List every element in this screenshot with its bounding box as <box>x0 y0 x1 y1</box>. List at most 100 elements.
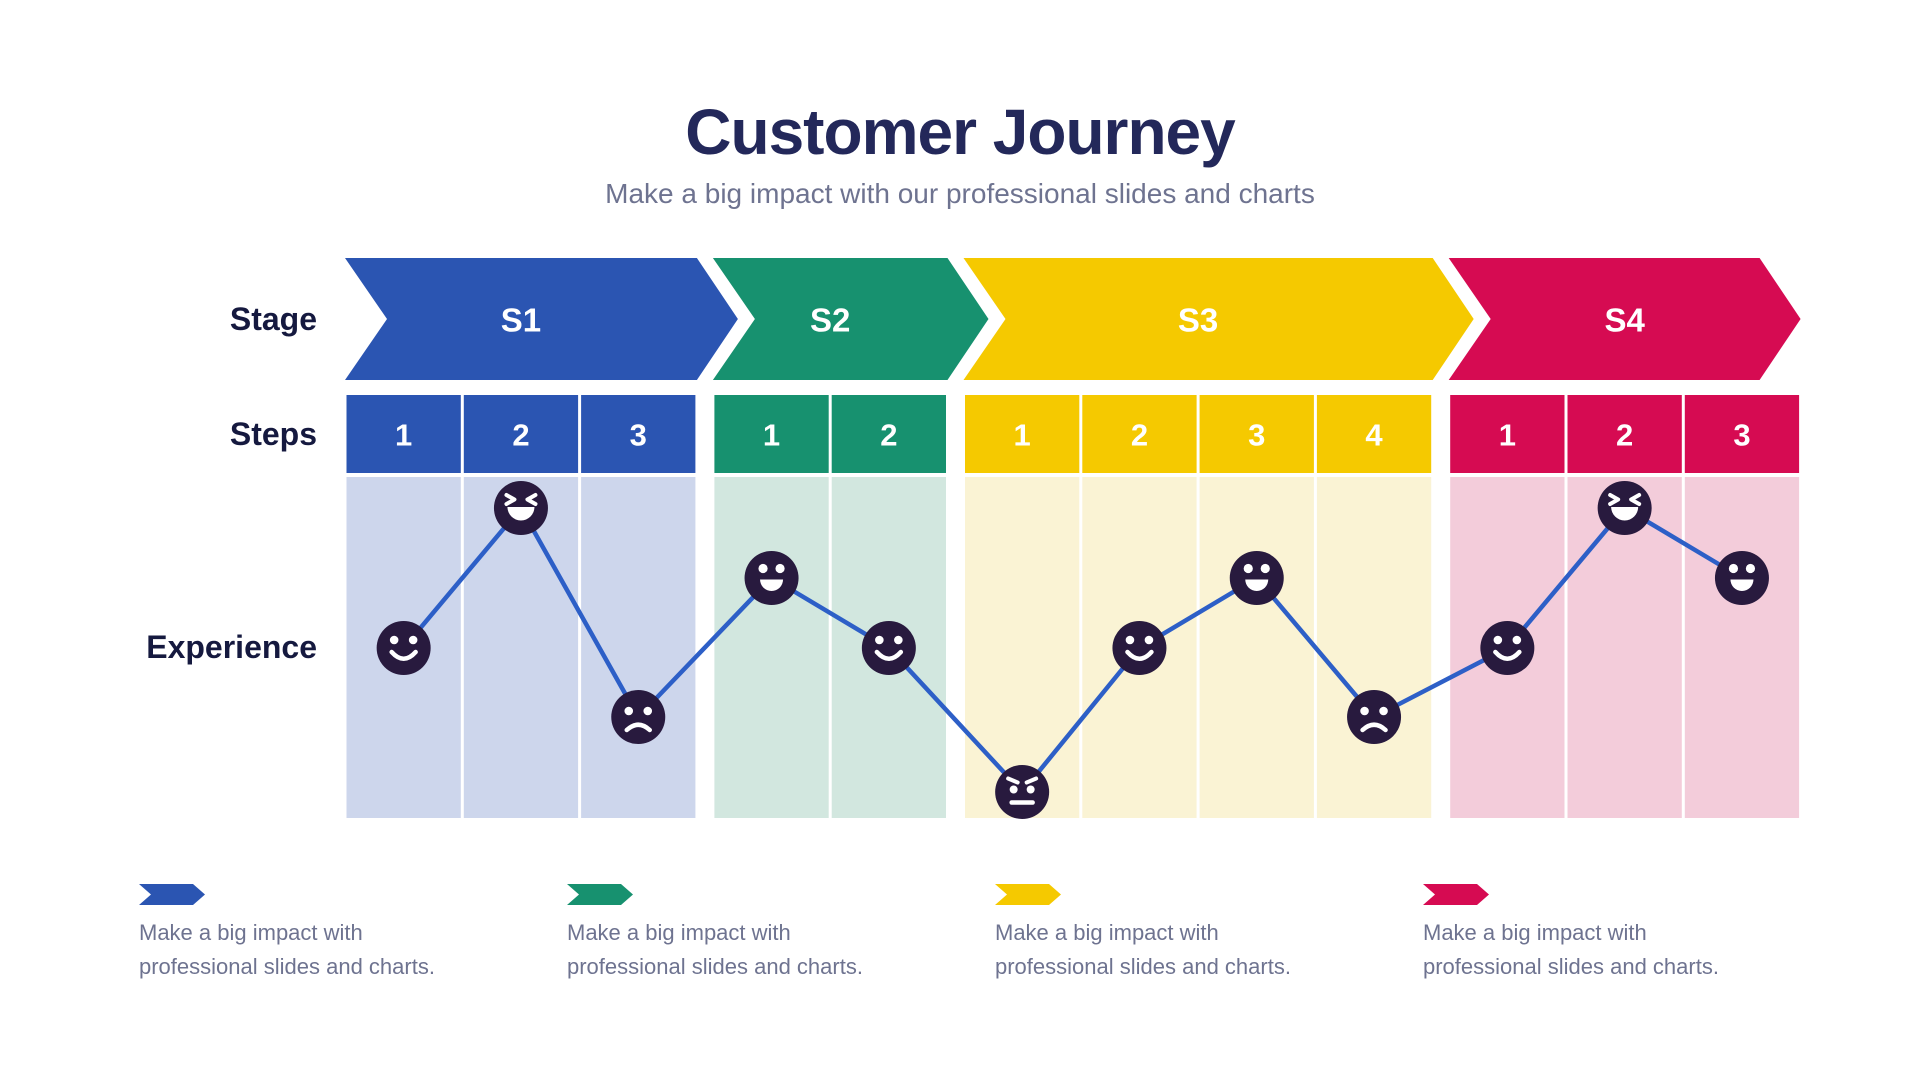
step-number: 4 <box>1365 418 1383 453</box>
stage-arrow <box>712 258 989 380</box>
legend-text-line: professional slides and charts. <box>567 953 863 979</box>
face-eye <box>875 635 884 645</box>
legend-text-line: Make a big impact with <box>1423 920 1647 945</box>
step-number: 2 <box>880 418 897 453</box>
face-eye <box>1379 706 1388 716</box>
legend-item: Make a big impact with professional slid… <box>139 884 479 983</box>
experience-column <box>1199 477 1314 818</box>
row-label-experience: Experience <box>146 629 317 665</box>
face-eye <box>1360 706 1369 716</box>
face-feature <box>1360 722 1388 733</box>
face-mouth <box>1730 579 1754 591</box>
face-feature <box>874 649 904 661</box>
face-eye <box>894 635 903 645</box>
face-eye <box>1728 563 1739 574</box>
stage-arrow-icon <box>139 884 205 905</box>
step-cell <box>714 395 829 473</box>
stage-arrow-icon <box>995 884 1061 905</box>
legend-text-line: Make a big impact with <box>567 920 791 945</box>
step-number: 3 <box>630 418 647 453</box>
face-circle <box>376 621 431 675</box>
step-number: 1 <box>395 418 412 453</box>
face-eye <box>408 635 418 645</box>
stage-arrow <box>963 258 1474 380</box>
stage-arrow <box>345 258 738 380</box>
face-smile-icon <box>1480 621 1535 675</box>
stage-label: S4 <box>1604 302 1645 339</box>
experience-column <box>965 477 1080 818</box>
face-eye <box>758 563 768 574</box>
row-label-steps: Steps <box>229 416 317 452</box>
face-smile-icon <box>376 621 431 675</box>
step-cell <box>1450 395 1565 473</box>
face-feature <box>504 493 517 506</box>
face-circle <box>1480 621 1535 675</box>
face-grin-icon <box>744 551 799 605</box>
step-cell <box>1567 395 1682 473</box>
face-feature <box>1629 493 1642 506</box>
face-feature <box>389 649 418 661</box>
experience-column <box>714 477 829 818</box>
face-laugh-icon <box>1597 481 1652 535</box>
face-smile-icon <box>1112 621 1167 675</box>
face-mouth <box>1245 579 1269 591</box>
face-grin-icon <box>1229 551 1284 605</box>
face-eye <box>643 706 653 716</box>
step-number: 1 <box>1014 418 1031 453</box>
face-feature <box>1608 493 1621 506</box>
face-feature <box>1125 649 1154 661</box>
legend-text: Make a big impact with professional slid… <box>139 916 479 983</box>
step-number: 1 <box>763 418 780 453</box>
step-cell <box>581 395 696 473</box>
stage-label: S1 <box>501 302 541 339</box>
face-circle <box>611 690 666 744</box>
step-cell <box>346 395 461 473</box>
legend-text-line: Make a big impact with <box>995 920 1219 945</box>
legend-text-line: professional slides and charts. <box>1423 953 1719 979</box>
stage-arrow <box>1448 258 1801 380</box>
face-eye <box>1260 563 1270 574</box>
face-eye <box>1243 563 1253 574</box>
legend-text-line: Make a big impact with <box>139 920 363 945</box>
face-circle <box>1112 621 1167 675</box>
legend-text-line: professional slides and charts. <box>995 953 1291 979</box>
legend-text: Make a big impact with professional slid… <box>995 916 1335 983</box>
step-number: 2 <box>1131 418 1148 453</box>
face-feature <box>1024 776 1039 785</box>
face-mouth <box>507 507 535 521</box>
face-circle <box>1714 551 1769 605</box>
face-eye <box>1745 563 1756 574</box>
stage-label: S3 <box>1178 302 1218 339</box>
step-cell <box>1684 395 1800 473</box>
legend-item: Make a big impact with professional slid… <box>1423 884 1763 983</box>
face-smile-icon <box>861 621 916 675</box>
face-sad-icon <box>611 690 666 744</box>
face-angry-icon <box>995 765 1050 819</box>
face-feature <box>1006 776 1020 785</box>
legend-item: Make a big impact with professional slid… <box>995 884 1335 983</box>
stage-label: S2 <box>810 302 850 339</box>
face-eye <box>389 635 399 645</box>
step-cell <box>463 395 579 473</box>
row-label-stage: Stage <box>229 301 317 337</box>
face-grin-icon <box>1714 551 1769 605</box>
step-number: 2 <box>512 418 529 453</box>
face-feature <box>525 493 538 506</box>
face-eye <box>1512 635 1522 645</box>
legend-text-line: professional slides and charts. <box>139 953 435 979</box>
face-eye <box>1144 635 1154 645</box>
step-cell <box>1082 395 1197 473</box>
step-cell <box>1199 395 1314 473</box>
stage-arrow-icon <box>1423 884 1489 905</box>
face-circle <box>744 551 799 605</box>
page-subtitle: Make a big impact with our professional … <box>605 178 1315 209</box>
face-laugh-icon <box>493 481 548 535</box>
step-cell <box>831 395 946 473</box>
step-number: 3 <box>1248 418 1265 453</box>
face-eye <box>1125 635 1135 645</box>
face-eye <box>775 563 785 574</box>
stage-arrow-icon <box>567 884 633 905</box>
step-number: 2 <box>1616 418 1633 453</box>
face-eye <box>1493 635 1503 645</box>
